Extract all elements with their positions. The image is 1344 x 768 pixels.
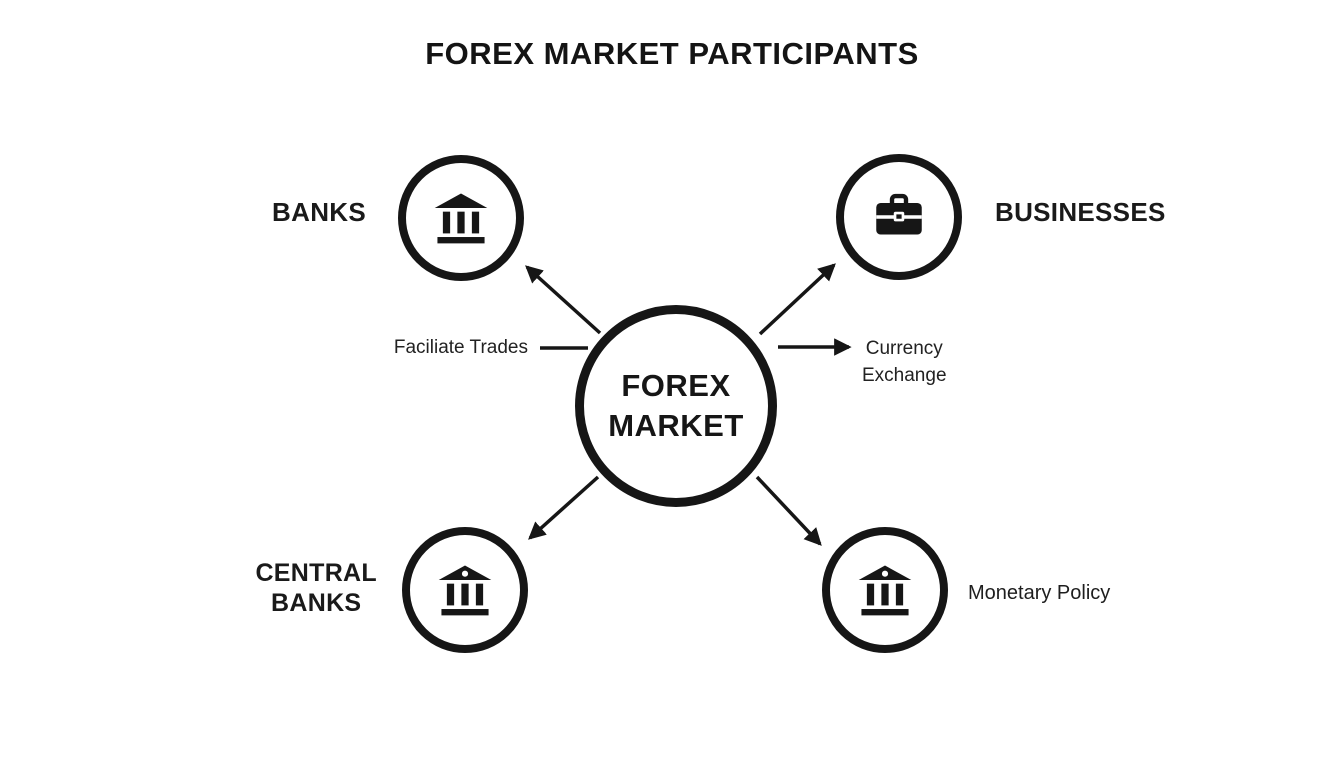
node-central-banks-label-line1: CENTRAL <box>255 559 377 587</box>
bank-icon <box>434 193 488 244</box>
node-central-banks-label-line2: BANKS <box>271 589 362 617</box>
arrow-center-to-banks <box>525 265 602 335</box>
edge-label-currency-line1: Currency <box>865 338 943 359</box>
edge-label-currency-exchange: Currency Exchange <box>862 335 947 389</box>
diagram-title: FOREX MARKET PARTICIPANTS <box>425 36 919 71</box>
node-banks-label: BANKS <box>272 197 366 227</box>
arrow-center-to-monetary-policy <box>755 475 822 546</box>
node-businesses-label: BUSINESSES <box>995 197 1166 227</box>
bank-icon <box>438 565 492 616</box>
center-node-label-line1: FOREX <box>621 368 731 403</box>
center-node-forex-market: FOREX MARKET <box>575 305 777 507</box>
arrow-center-to-central-banks <box>528 475 600 540</box>
node-businesses-circle <box>836 154 962 280</box>
bank-icon <box>858 565 912 616</box>
arrow-center-to-businesses <box>758 263 836 336</box>
node-banks-circle <box>398 155 524 281</box>
edge-label-facilitate-trades: Faciliate Trades <box>393 337 528 358</box>
edge-label-currency-line2: Exchange <box>862 365 947 386</box>
center-node-label: FOREX MARKET <box>608 366 744 446</box>
node-central-banks-label: CENTRAL BANKS <box>255 558 377 618</box>
node-monetary-policy-label: Monetary Policy <box>968 582 1111 604</box>
node-central-banks-circle <box>402 527 528 653</box>
node-monetary-policy-circle <box>822 527 948 653</box>
center-node-label-line2: MARKET <box>608 408 744 443</box>
briefcase-icon <box>876 193 922 235</box>
